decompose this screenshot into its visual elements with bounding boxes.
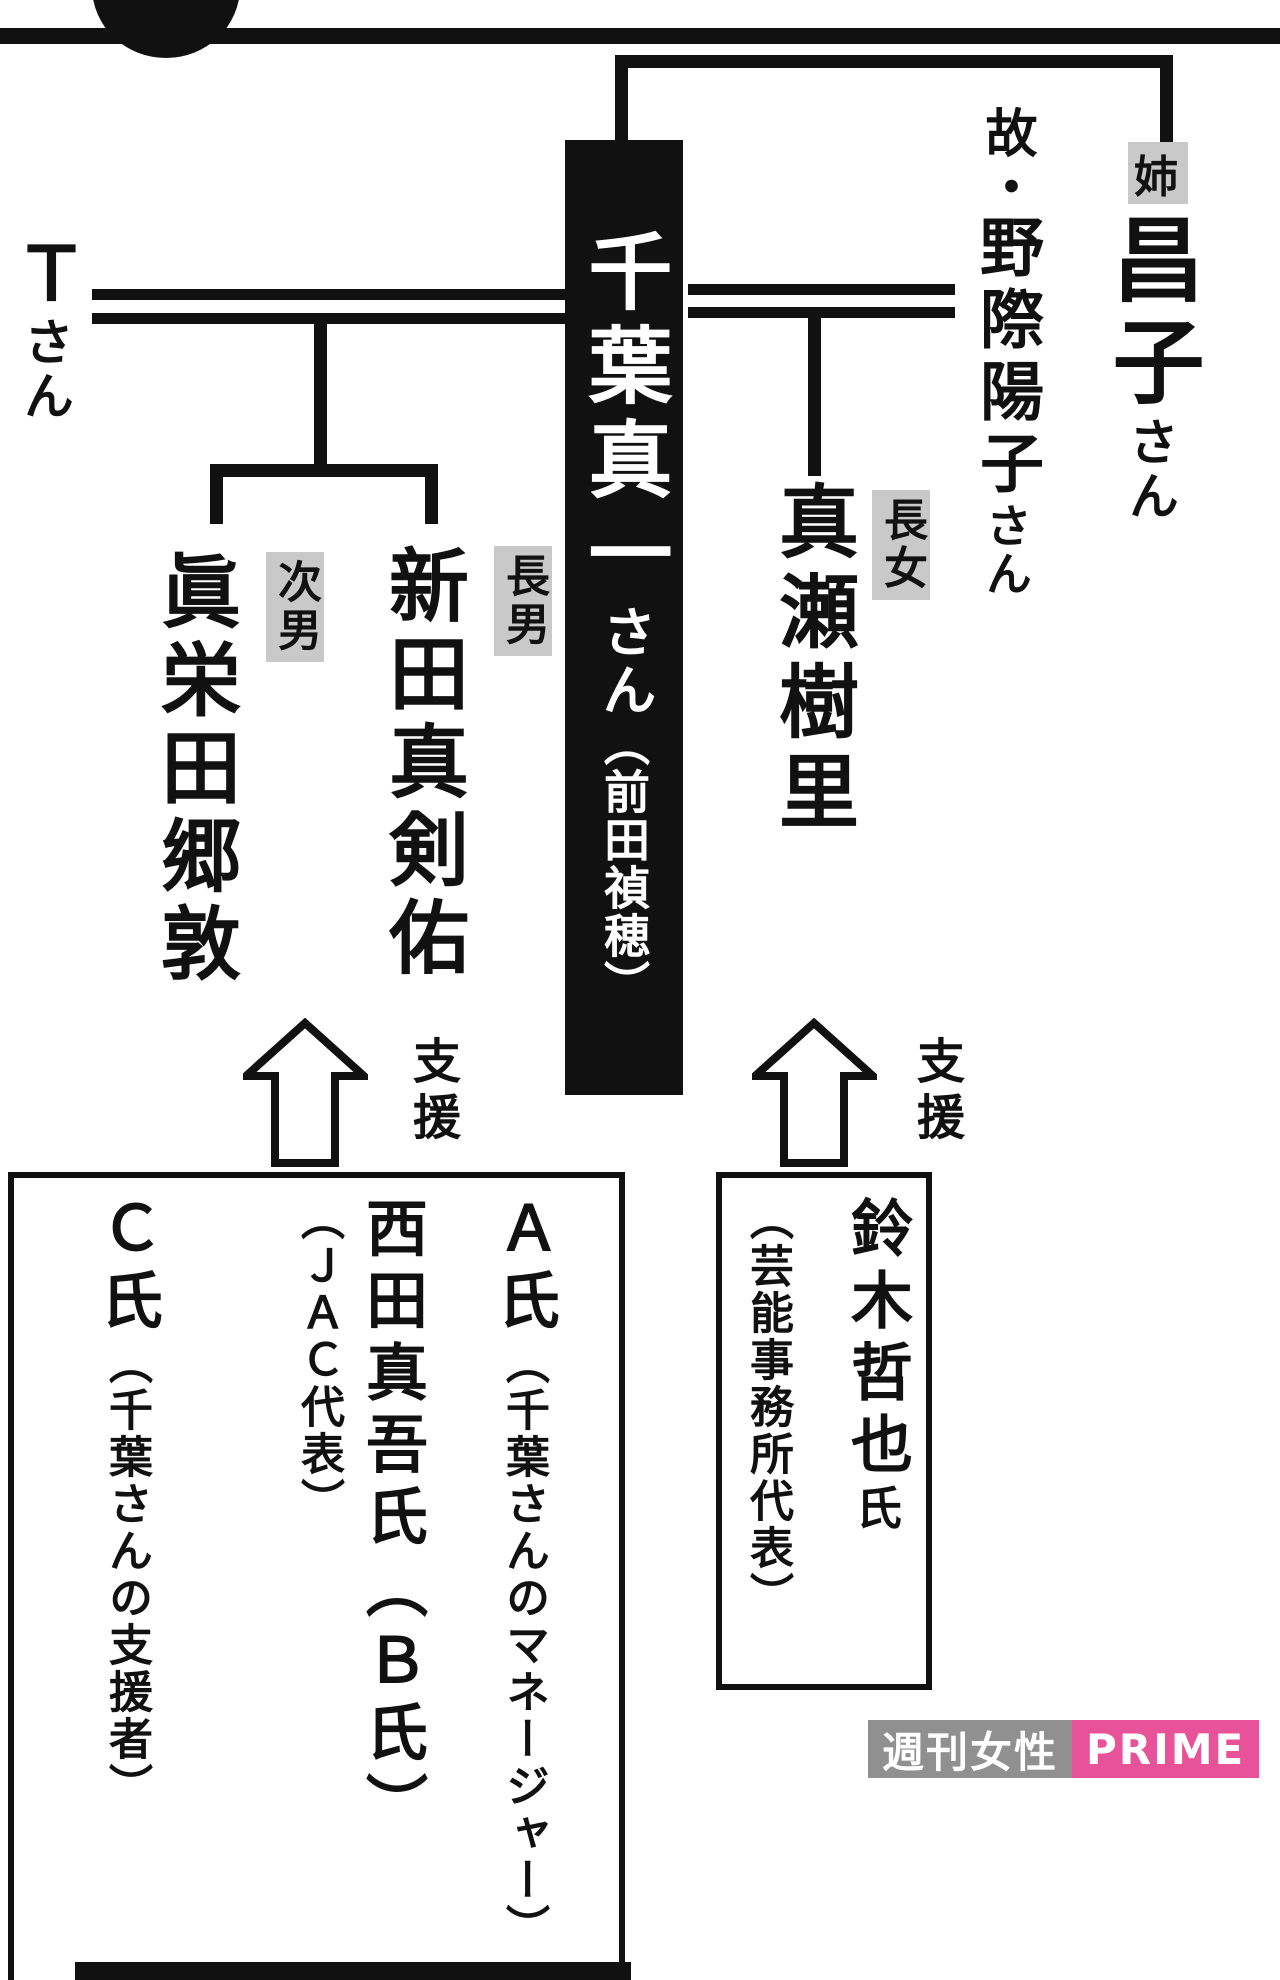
connector-line	[615, 55, 1173, 68]
sister-name-text: 昌子	[1097, 212, 1204, 416]
manase-name-text: 真瀬樹里	[766, 480, 859, 840]
marriage-line	[688, 284, 955, 295]
nogiwa-prefix-text: 故・	[976, 106, 1036, 214]
watermark: 週刊女性 PRIME	[868, 1720, 1260, 1778]
support-arrow-icon	[752, 1018, 877, 1167]
relation-tag-eldest-daughter: 長女	[872, 490, 930, 600]
supporter-c-desc: （千葉さんの支援者）	[101, 1340, 152, 1810]
relation-tag-second-son: 次男	[266, 552, 324, 662]
maeda-name: 眞栄田郷敦	[148, 550, 241, 990]
mackenyu-name: 新田真剣佑	[376, 544, 469, 984]
mackenyu-name-text: 新田真剣佑	[376, 544, 469, 984]
nogiwa-name: 故・野際陽子さん	[969, 106, 1043, 598]
supporter-suzuki-desc-text: （芸能事務所代表）	[742, 1196, 793, 1619]
supporter-a-desc: （千葉さんのマネージャー）	[498, 1340, 549, 1951]
chiba-name-text: 千葉真一	[575, 227, 673, 604]
connector-line	[425, 464, 438, 524]
marriage-line	[92, 289, 565, 300]
sister-suffix-text: さん	[1121, 416, 1179, 524]
supporter-suzuki-desc: （芸能事務所代表）	[742, 1196, 793, 1619]
tsan-suffix-text: さん	[16, 316, 74, 424]
marriage-line	[688, 307, 955, 318]
relation-tag-eldest-daughter-label: 長女	[876, 497, 927, 593]
watermark-magazine: 週刊女性	[868, 1720, 1073, 1778]
supporter-c-name: Ｃ氏	[90, 1196, 163, 1340]
relation-tag-second-son-label: 次男	[270, 559, 321, 655]
connector-line	[1160, 55, 1173, 143]
nogiwa-name-text: 野際陽子	[969, 214, 1043, 502]
connector-line	[210, 464, 223, 524]
connector-line	[615, 55, 628, 145]
tsan-name: Ｔさん	[2, 236, 88, 424]
supporter-b-name: 西田真吾氏（Ｂ氏）	[355, 1196, 428, 1844]
supporter-suzuki-suffix: 氏	[849, 1484, 903, 1532]
supporters-left-box: Ａ氏（千葉さんのマネージャー） 西田真吾氏（Ｂ氏） （ＪＡＣ代表） Ｃ氏（千葉さ…	[8, 1172, 625, 1980]
support-arrow-icon	[243, 1018, 368, 1167]
chiba-shinichi-name: 千葉真一さん（前田禎穂）	[575, 228, 673, 1008]
top-rule	[0, 28, 1280, 44]
tsan-name-text: Ｔ	[2, 236, 88, 316]
chiba-shinichi-box: 千葉真一さん（前田禎穂）	[565, 140, 683, 1095]
relation-tag-sister-label: 姉	[1134, 152, 1182, 203]
relation-tag-sister: 姉	[1128, 142, 1188, 204]
manase-name: 真瀬樹里	[766, 480, 859, 840]
supporter-a: Ａ氏（千葉さんのマネージャー）	[487, 1196, 560, 1951]
bottom-rule	[75, 1962, 631, 1980]
support-label-left: 支援	[404, 1036, 460, 1148]
sister-name: 昌子さん	[1097, 212, 1204, 524]
supporter-suzuki-name: 鈴木哲也	[840, 1196, 913, 1484]
relation-tag-eldest-son-label: 長男	[498, 553, 549, 649]
maeda-name-text: 眞栄田郷敦	[148, 550, 241, 990]
supporter-b-name-text: 西田真吾氏（Ｂ氏）	[355, 1196, 428, 1844]
chiba-suffix-text: さん	[593, 603, 656, 720]
supporter-b-desc-text: （ＪＡＣ代表）	[293, 1196, 344, 1525]
supporter-suzuki: 鈴木哲也氏	[840, 1196, 913, 1532]
supporter-a-name: Ａ氏	[487, 1196, 560, 1340]
supporter-c: Ｃ氏（千葉さんの支援者）	[90, 1196, 163, 1810]
nogiwa-suffix-text: さん	[979, 502, 1033, 598]
connector-line	[808, 318, 821, 476]
connector-line	[314, 324, 327, 470]
supporters-right-box: 鈴木哲也氏 （芸能事務所代表）	[716, 1172, 932, 1690]
supporter-b-desc: （ＪＡＣ代表）	[293, 1196, 344, 1525]
sibling-line	[210, 464, 438, 477]
chiba-alias-text: （前田禎穂）	[597, 719, 651, 1008]
watermark-brand: PRIME	[1072, 1720, 1260, 1778]
support-label-right: 支援	[908, 1036, 964, 1148]
relation-tag-eldest-son: 長男	[494, 546, 552, 656]
marriage-line	[92, 313, 565, 324]
